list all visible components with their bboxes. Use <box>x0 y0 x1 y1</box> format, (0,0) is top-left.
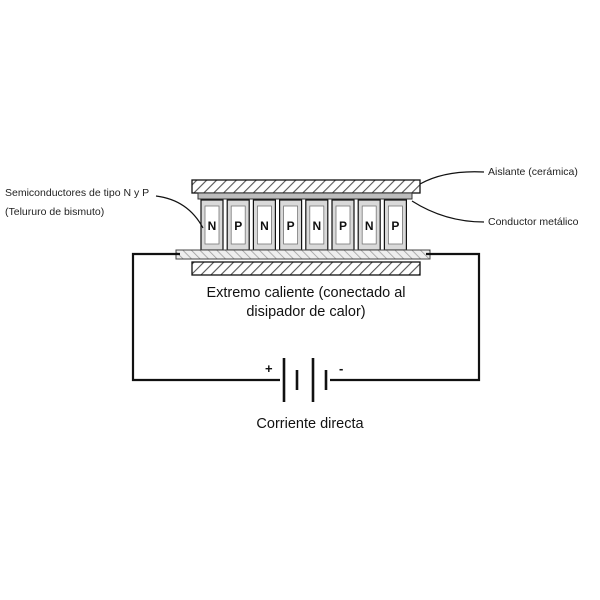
pellet-core-8 <box>387 205 403 245</box>
pellet-label-8: P <box>391 219 399 233</box>
label-semiconductors: Semiconductores de tipo N y P <box>5 187 149 199</box>
label-hot-side-line1: Extremo caliente (conectado al <box>206 285 405 301</box>
leader-conductor <box>411 200 485 223</box>
leader-semiconductors <box>155 195 204 229</box>
pellet-core-6 <box>335 205 351 245</box>
circuit-wire-right <box>330 252 481 382</box>
pellet-label-6: P <box>339 219 347 233</box>
pellet-label-1: N <box>208 219 217 233</box>
pellet-label-3: N <box>260 219 269 233</box>
circuit-wire-left <box>131 252 280 382</box>
pellet-core-2 <box>230 205 246 245</box>
bottom-ceramic-plate <box>191 261 421 276</box>
pellet-label-2: P <box>234 219 242 233</box>
pellet-core-1 <box>204 205 220 245</box>
top-metal-conductor <box>197 192 413 200</box>
battery-minus-sign: - <box>339 361 343 376</box>
label-conductor: Conductor metálico <box>488 216 579 228</box>
top-ceramic-plate <box>191 179 421 194</box>
pellet-label-7: N <box>365 219 374 233</box>
pellet-core-5 <box>309 205 325 245</box>
pellet-core-7 <box>361 205 377 245</box>
label-insulator: Aislante (cerámica) <box>488 166 578 178</box>
battery-symbol <box>282 358 328 402</box>
pellet-core-3 <box>256 205 272 245</box>
label-current: Corriente directa <box>256 416 364 432</box>
battery-plus-sign: + <box>265 361 273 376</box>
pellet-core-4 <box>283 205 299 245</box>
bottom-metal-conductor <box>175 249 431 260</box>
label-semiconductors-material: (Telururo de bismuto) <box>5 206 104 218</box>
leader-insulator <box>419 171 485 185</box>
pellet-label-5: N <box>312 219 321 233</box>
label-hot-side-line2: disipador de calor) <box>246 304 365 320</box>
pellet-label-4: P <box>287 219 295 233</box>
